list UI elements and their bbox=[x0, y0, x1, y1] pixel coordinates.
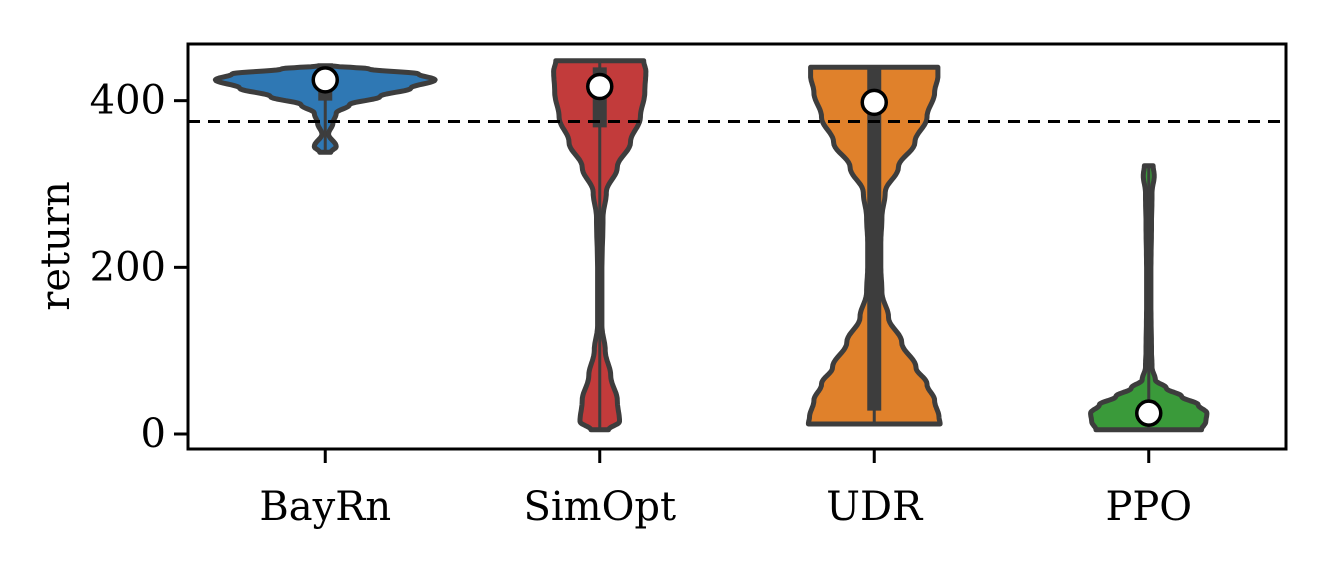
mean-marker-SimOpt bbox=[586, 72, 614, 101]
axes-frame bbox=[186, 42, 1288, 451]
x-tick-label: SimOpt bbox=[523, 484, 676, 530]
x-tick-label: BayRn bbox=[259, 484, 391, 530]
y-tick-label: 400 bbox=[90, 78, 166, 124]
mean-marker-BayRn bbox=[311, 66, 339, 94]
violins-layer bbox=[212, 58, 1210, 433]
x-ticks-layer: BayRn SimOpt UDR PPO bbox=[259, 449, 1192, 530]
y-tick-label: 0 bbox=[141, 411, 166, 457]
y-tick-label: 200 bbox=[90, 244, 166, 290]
mean-marker-PPO bbox=[1135, 399, 1163, 427]
x-tick-label: UDR bbox=[826, 484, 924, 530]
axes-frame-layer bbox=[186, 42, 1288, 451]
y-ticks-layer: 0 200 400 bbox=[90, 78, 188, 457]
x-tick-label: PPO bbox=[1105, 484, 1192, 530]
y-axis-label: return bbox=[33, 181, 79, 311]
mean-marker-UDR bbox=[860, 88, 888, 117]
